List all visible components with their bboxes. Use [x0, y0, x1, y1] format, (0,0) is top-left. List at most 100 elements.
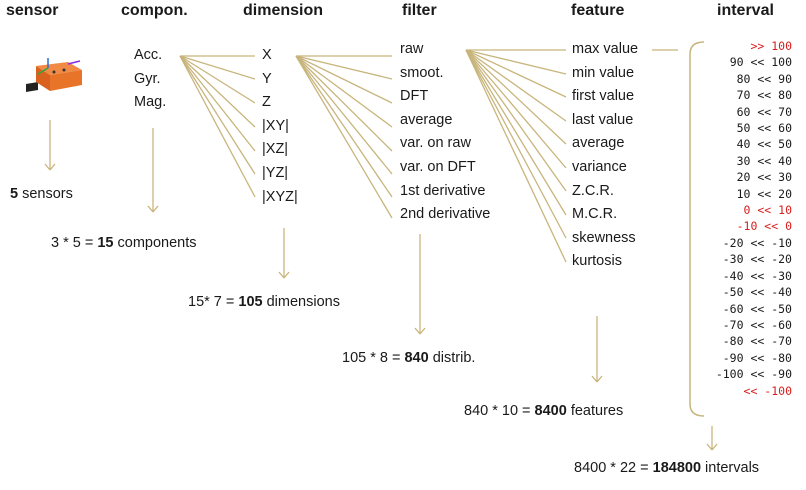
filter-list: raw smoot. DFT average var. on raw var. on DF… [400, 38, 490, 227]
interval-item: -90 << -80 [722, 350, 792, 365]
filter-item: var. on DFT [400, 158, 476, 175]
dimension-item: Z [262, 94, 271, 111]
fan-line [465, 49, 567, 216]
filter-item: DFT [400, 88, 429, 105]
interval-item: 40 << 50 [736, 137, 792, 152]
interval-item: 10 << 20 [736, 186, 792, 201]
arrow-sensor-head [49, 163, 56, 171]
interval-item: -30 << -20 [722, 252, 792, 267]
interval-item: -70 << -60 [722, 317, 792, 332]
component-item: Gyr. [134, 70, 161, 87]
filter-item: raw [400, 41, 424, 57]
interval-item: -10 << 0 [736, 219, 792, 234]
interval-item: 50 << 60 [736, 121, 792, 136]
fan-line [295, 55, 393, 175]
arrow-dimension-head [283, 271, 290, 279]
interval-item: 90 << 100 [729, 55, 792, 70]
fan-line [465, 49, 567, 192]
arrow-component-head [152, 205, 159, 213]
fan-line [465, 49, 567, 75]
dimension-item: Y [262, 70, 272, 87]
feature-item: first value [572, 88, 635, 105]
header-dimension: dimension [243, 2, 324, 19]
interval-item: 60 << 70 [736, 104, 792, 119]
interval-item: -50 << -40 [722, 285, 792, 300]
arrow-interval-head [706, 443, 713, 451]
header-feature: feature [571, 2, 625, 19]
arrow-sensor-head [44, 163, 51, 171]
interval-item: -20 << -10 [722, 235, 792, 250]
feature-item: variance [572, 158, 627, 175]
arrow-dimension-head [278, 271, 285, 279]
interval-item: << -100 [743, 383, 792, 398]
arrow-interval-head [711, 443, 718, 451]
feature-item: M.C.R. [572, 206, 618, 223]
interval-item: 0 << 10 [743, 203, 792, 218]
interval-item: 70 << 80 [736, 88, 792, 103]
sensor-device-icon [26, 58, 82, 92]
feature-list: max value min value first value last value a… [572, 38, 638, 274]
fan-line [295, 55, 393, 198]
feature-item: kurtosis [572, 253, 622, 270]
equation-sensors: 5 sensors [10, 186, 73, 202]
fan-line [295, 55, 393, 128]
arrow-feature-head [596, 375, 603, 383]
component-list: Acc.Gyr.Mag. [134, 44, 166, 115]
fan-line [465, 49, 567, 169]
interval-item: >> 100 [750, 39, 792, 53]
equation-intervals: 8400 * 22 = 184800 intervals [574, 460, 760, 476]
fan-line [465, 49, 567, 263]
arrow-component-head [147, 205, 154, 213]
arrow-filter-head [419, 327, 426, 335]
header-sensor: sensor [6, 2, 59, 19]
fan-line [295, 55, 393, 80]
interval-item: -80 << -70 [722, 334, 792, 349]
fan-line [465, 49, 567, 239]
interval-item: 20 << 30 [736, 170, 792, 185]
equation-components: 3 * 5 = 15 components [51, 235, 197, 251]
header-interval: interval [717, 2, 774, 19]
interval-item: -40 << -30 [722, 268, 792, 283]
filter-item: var. on raw [400, 135, 471, 152]
filter-item: smoot. [400, 64, 444, 81]
fan-line [465, 49, 567, 122]
interval-bracket [689, 41, 705, 417]
feature-item: average [572, 135, 625, 152]
dimension-item: |YZ| [262, 164, 289, 181]
fan-line [179, 55, 256, 198]
arrow-feature-head [591, 375, 598, 383]
feature-item: max value [572, 41, 639, 57]
interval-item: 80 << 90 [736, 71, 792, 86]
interval-item: 30 << 40 [736, 153, 792, 168]
component-item: Acc. [134, 47, 163, 63]
feature-item: min value [572, 64, 635, 81]
filter-item: 1st derivative [400, 182, 486, 199]
fan-line [295, 55, 393, 104]
dimension-item: |XYZ| [262, 188, 298, 205]
fan-line [179, 55, 256, 152]
fan-line [295, 55, 393, 152]
interval-item: -100 << -90 [715, 367, 792, 382]
fan-line [179, 55, 256, 175]
dimension-item: |XY| [262, 117, 289, 134]
fan-line [465, 49, 567, 98]
feature-item: Z.C.R. [572, 182, 614, 199]
arrow-filter-head [414, 327, 421, 335]
fan-line [465, 49, 567, 145]
dimension-item: |XZ| [262, 141, 289, 158]
header-component: compon. [121, 2, 188, 19]
fan-line [179, 55, 256, 80]
fan-line [179, 55, 256, 128]
equation-filters: 105 * 8 = 840 distrib. [342, 350, 476, 366]
fan-line [295, 55, 393, 219]
interval-item: -60 << -50 [722, 301, 792, 316]
filter-item: average [400, 111, 453, 128]
feature-item: last value [572, 111, 634, 128]
dimension-item: X [262, 47, 272, 63]
header-filter: filter [402, 2, 437, 19]
filter-item: 2nd derivative [400, 206, 491, 223]
